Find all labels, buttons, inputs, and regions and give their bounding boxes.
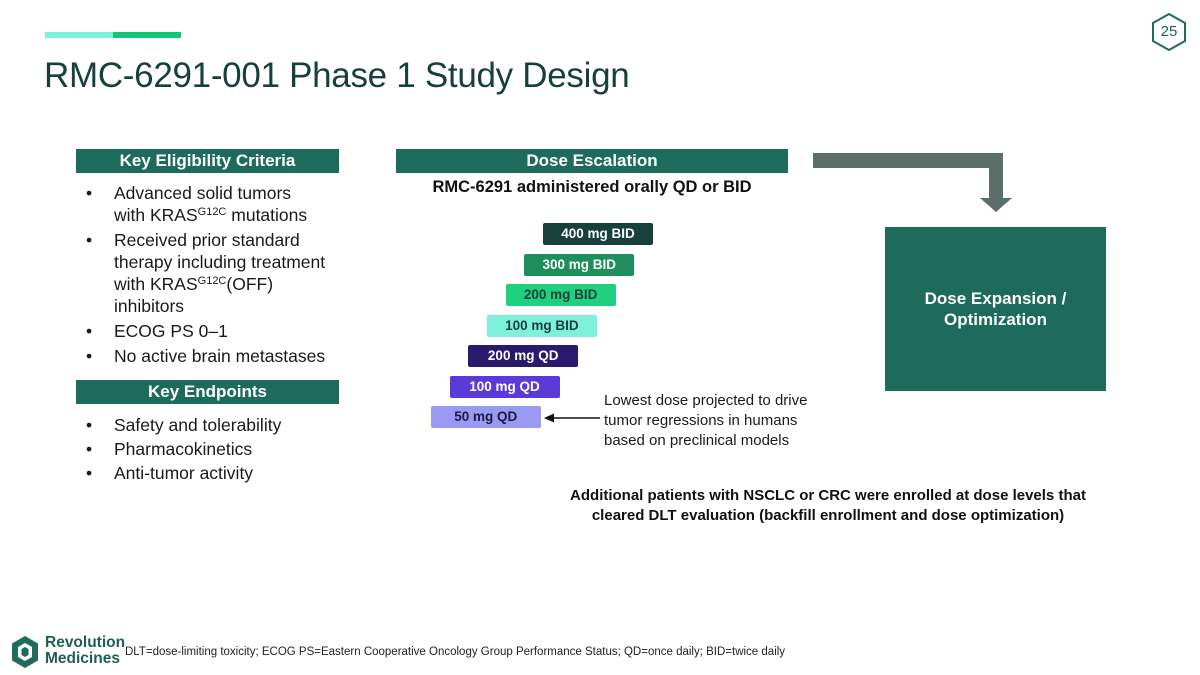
expansion-line: Optimization — [944, 310, 1047, 329]
endpoint-item: Pharmacokinetics — [76, 438, 366, 460]
note-line: based on preclinical models — [604, 432, 790, 449]
dose-escalation-header: Dose Escalation — [396, 149, 788, 173]
page-number: 25 — [1160, 23, 1178, 40]
dose-level-6: 100 mg QD — [449, 375, 560, 398]
note-line: tumor regressions in humans — [604, 412, 798, 429]
eligibility-item: ECOG PS 0–1 — [76, 320, 366, 342]
dose-level-5: 200 mg QD — [468, 345, 579, 367]
eligibility-text: Advanced solid tumors — [114, 183, 292, 203]
endpoint-item: Safety and tolerability — [76, 414, 366, 436]
hexagon-badge-icon — [1152, 12, 1186, 52]
eligibility-item: Received prior standard therapy includin… — [76, 229, 366, 317]
dose-escalation-subtitle: RMC-6291 administered orally QD or BID — [432, 178, 752, 196]
page-title: RMC-6291-001 Phase 1 Study Design — [44, 56, 630, 95]
backfill-note-line: Additional patients with NSCLC or CRC we… — [570, 487, 1086, 504]
eligibility-text: mutations — [226, 205, 308, 225]
endpoints-list: Safety and tolerability Pharmacokinetics… — [76, 414, 366, 484]
footnote: DLT=dose-limiting toxicity; ECOG PS=East… — [125, 646, 786, 658]
backfill-note: Additional patients with NSCLC or CRC we… — [545, 486, 1111, 526]
eligibility-text: No active brain metastases — [114, 346, 326, 366]
accent-bar — [45, 32, 181, 38]
eligibility-text: with KRAS — [114, 205, 198, 225]
accent-bar-green — [113, 32, 181, 38]
backfill-note-line: cleared DLT evaluation (backfill enrollm… — [591, 507, 1065, 524]
eligibility-text: therapy including treatment — [114, 252, 326, 272]
lowest-dose-note: Lowest dose projected to drive tumor reg… — [604, 391, 807, 451]
eligibility-text: ECOG PS 0–1 — [114, 321, 228, 341]
accent-bar-light — [45, 32, 113, 38]
company-logo: Revolution Medicines — [10, 632, 125, 672]
eligibility-text: (OFF) — [226, 274, 274, 294]
note-line: Lowest dose projected to drive — [604, 392, 808, 409]
dose-level-3: 200 mg BID — [505, 284, 616, 306]
bent-arrow-down-icon — [813, 153, 1012, 212]
superscript: G12C — [197, 275, 227, 287]
eligibility-text: Received prior standard — [114, 230, 300, 250]
dose-level-1: 400 mg BID — [543, 223, 653, 245]
logo-line: Medicines — [45, 650, 120, 667]
logo-line: Revolution — [45, 634, 126, 651]
eligibility-text: with KRAS — [114, 274, 198, 294]
expansion-line: Dose Expansion / — [924, 289, 1067, 308]
eligibility-item: No active brain metastases — [76, 345, 366, 367]
endpoint-item: Anti-tumor activity — [76, 462, 366, 484]
eligibility-list: Advanced solid tumors with KRASG12C muta… — [76, 182, 366, 367]
eligibility-header: Key Eligibility Criteria — [76, 149, 339, 173]
endpoints-header: Key Endpoints — [76, 380, 339, 404]
eligibility-item: Advanced solid tumors with KRASG12C muta… — [76, 182, 366, 226]
hexagon-logo-mark-icon — [12, 636, 38, 668]
eligibility-text: inhibitors — [114, 296, 185, 316]
dose-level-7: 50 mg QD — [430, 406, 541, 428]
dose-level-2: 300 mg BID — [524, 253, 635, 276]
page-number-badge: 25 — [1150, 12, 1188, 52]
left-arrow-icon — [544, 413, 600, 423]
logo-wordmark: Revolution Medicines — [45, 635, 125, 667]
dose-expansion-box: Dose Expansion / Optimization — [885, 227, 1106, 391]
dose-level-4: 100 mg BID — [486, 314, 597, 337]
superscript: G12C — [197, 206, 227, 218]
